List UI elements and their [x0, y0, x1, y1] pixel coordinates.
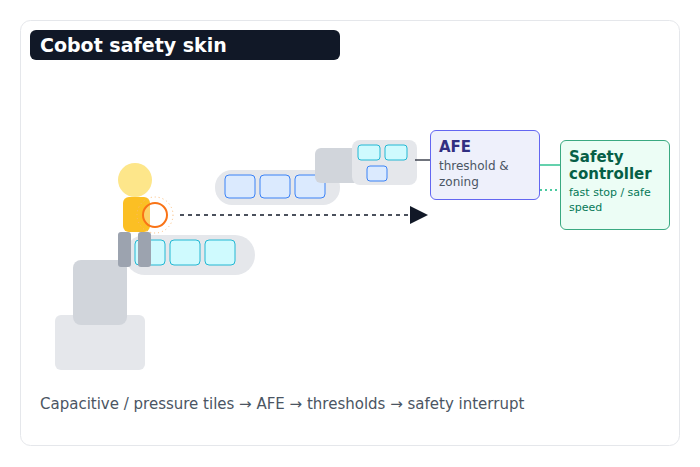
robot-column — [73, 260, 127, 325]
sensor-tile — [205, 240, 235, 265]
arm-segment — [352, 140, 417, 185]
sensor-tile — [260, 175, 290, 198]
sensor-tile — [225, 175, 255, 198]
person-head — [118, 163, 152, 197]
sensor-tile — [170, 240, 200, 265]
process-box: AFE threshold & zoning — [430, 130, 540, 200]
person-leg — [138, 232, 151, 267]
node-heading: AFE — [439, 139, 531, 156]
connector-line — [540, 189, 560, 190]
caption: Capacitive / pressure tiles → AFE → thre… — [40, 395, 524, 413]
controller-box: Safety controllerfast stop / safe speed — [560, 140, 670, 230]
detection-arrow — [180, 214, 410, 215]
sensor-tile — [358, 145, 380, 160]
connector-line — [540, 164, 560, 165]
signal-wire — [415, 159, 430, 160]
node-body: threshold & zoning — [439, 158, 531, 190]
arrow-head — [410, 206, 428, 224]
sensor-tile — [367, 166, 387, 181]
connector — [540, 190, 560, 191]
sensor-tile — [385, 145, 407, 160]
node-body: fast stop / safe speed — [569, 185, 661, 215]
person-leg — [118, 232, 131, 267]
proximity-halo — [137, 197, 173, 233]
connector — [540, 165, 560, 166]
contact-point — [143, 203, 167, 227]
card-frame — [21, 21, 680, 446]
node-heading: Safety controller — [569, 149, 661, 183]
title-banner: Cobot safety skin — [30, 30, 340, 60]
